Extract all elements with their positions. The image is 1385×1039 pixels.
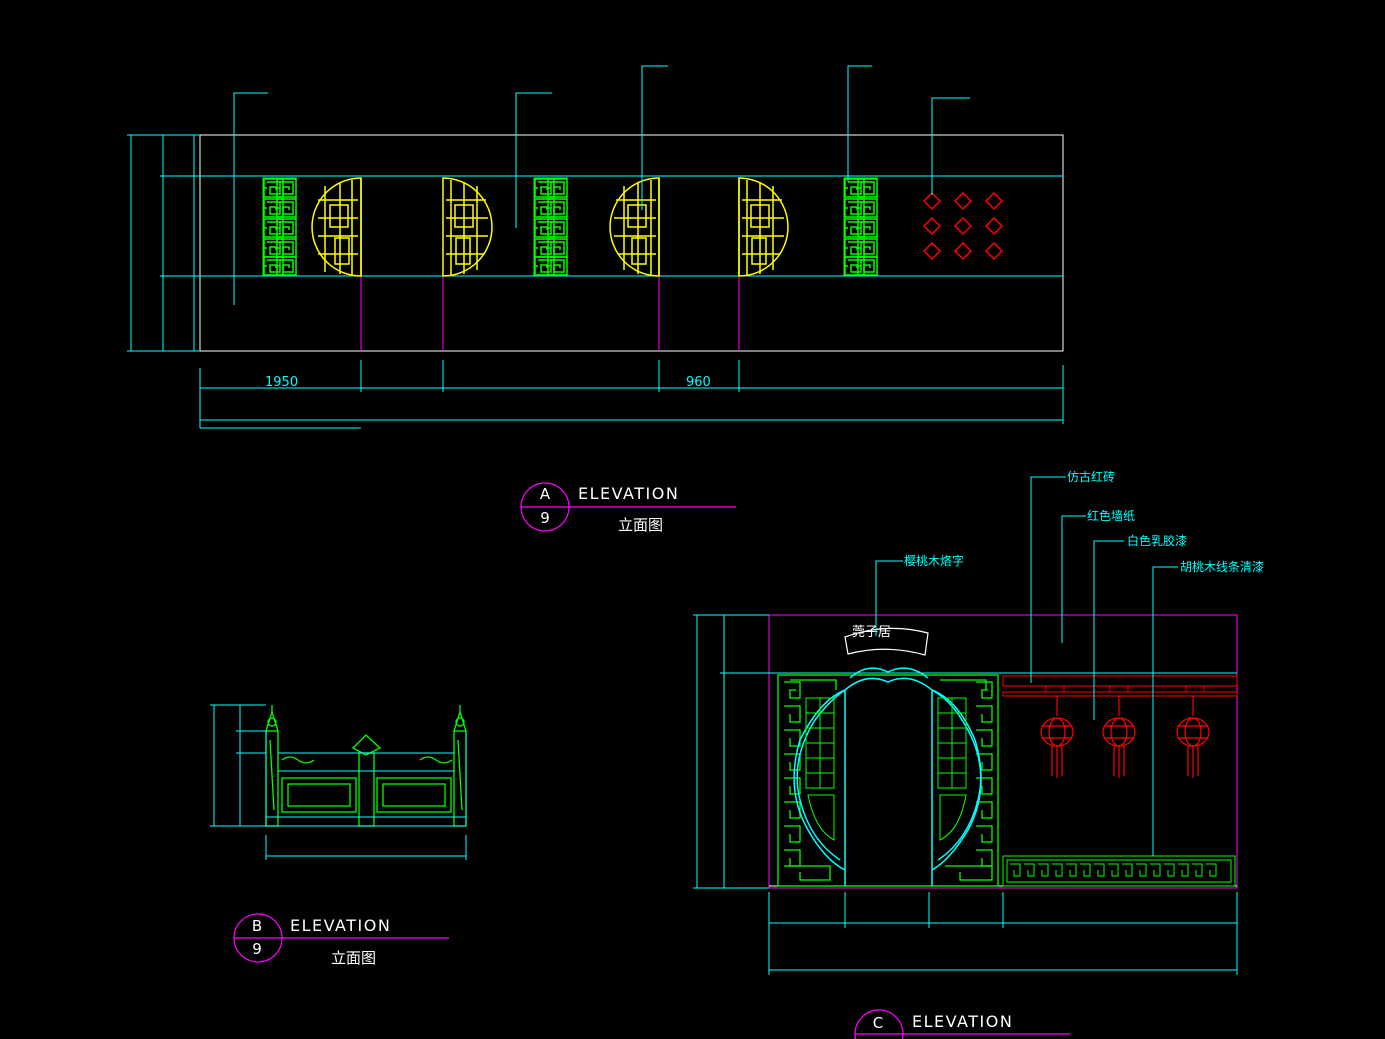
elevation-b: B 9 ELEVATION 立面图 bbox=[210, 704, 467, 967]
elevation-a: 1950 960 A 9 ELEVATION 立面图 bbox=[127, 65, 1064, 534]
label-cherry-wood-carving: 樱桃木烙字 bbox=[904, 553, 964, 568]
lantern-3 bbox=[1176, 696, 1210, 778]
label-white-latex-paint: 白色乳胶漆 bbox=[1127, 533, 1187, 548]
elevation-a-title-tag: A 9 ELEVATION 立面图 bbox=[520, 482, 736, 534]
elevation-c-leaders bbox=[875, 476, 1178, 856]
red-tile-grid bbox=[922, 191, 1004, 261]
elevation-c: 莞子居 bbox=[693, 469, 1264, 1039]
lantern-2 bbox=[1102, 696, 1136, 778]
moon-window-2 bbox=[442, 177, 493, 277]
label-walnut-trim-varnish: 胡桃木线条清漆 bbox=[1180, 559, 1264, 574]
moon-window-3 bbox=[609, 177, 660, 277]
lantern-beam bbox=[1002, 675, 1238, 697]
red-lanterns bbox=[1040, 696, 1210, 778]
fret-column-1 bbox=[262, 177, 297, 276]
lower-fret-band bbox=[1002, 855, 1236, 887]
elevation-c-title: ELEVATION bbox=[912, 1012, 1013, 1031]
panel-dividers bbox=[360, 276, 740, 351]
moon-gate-grilles bbox=[805, 697, 967, 841]
tag-b-sheet: 9 bbox=[252, 940, 262, 958]
tag-a-sheet: 9 bbox=[540, 509, 550, 527]
tag-c-letter: C bbox=[873, 1014, 883, 1032]
dim-left-label: 1950 bbox=[265, 375, 298, 390]
fret-column-3 bbox=[843, 177, 878, 276]
tag-a-letter: A bbox=[540, 485, 551, 503]
elevation-c-outline bbox=[768, 614, 1238, 889]
dim-mid-label: 960 bbox=[686, 375, 711, 390]
label-antique-red-brick: 仿古红砖 bbox=[1067, 469, 1115, 484]
elevation-b-title: ELEVATION bbox=[290, 916, 391, 935]
tag-b-letter: B bbox=[252, 917, 262, 935]
lantern-1 bbox=[1040, 696, 1074, 778]
moon-window-4 bbox=[738, 177, 789, 277]
elevation-b-dims bbox=[210, 704, 467, 860]
elevation-a-outline bbox=[199, 134, 1064, 352]
name-sign-board bbox=[844, 627, 929, 656]
elevation-a-horizontal-dims bbox=[199, 360, 1064, 429]
elevation-b-title-tag: B 9 ELEVATION 立面图 bbox=[233, 913, 449, 967]
railing-rails bbox=[265, 731, 467, 827]
elevation-a-leaders bbox=[233, 65, 970, 305]
elevation-c-dims bbox=[693, 614, 1238, 975]
moon-gate-opening bbox=[793, 667, 982, 886]
railing-posts bbox=[265, 705, 467, 827]
moon-gate-fretwork bbox=[777, 674, 999, 887]
elevation-a-title: ELEVATION bbox=[578, 484, 679, 503]
name-sign-text: 莞子居 bbox=[852, 625, 891, 640]
fret-column-2 bbox=[533, 177, 568, 276]
elevation-b-subtitle: 立面图 bbox=[331, 949, 376, 967]
elevation-c-title-tag: C ELEVATION bbox=[854, 1009, 1070, 1039]
railing-panels bbox=[269, 739, 463, 813]
label-red-wallpaper: 红色墙纸 bbox=[1087, 508, 1135, 523]
moon-window-1 bbox=[311, 177, 362, 277]
elevation-a-subtitle: 立面图 bbox=[618, 516, 663, 534]
elevation-a-vertical-dims bbox=[127, 134, 200, 352]
